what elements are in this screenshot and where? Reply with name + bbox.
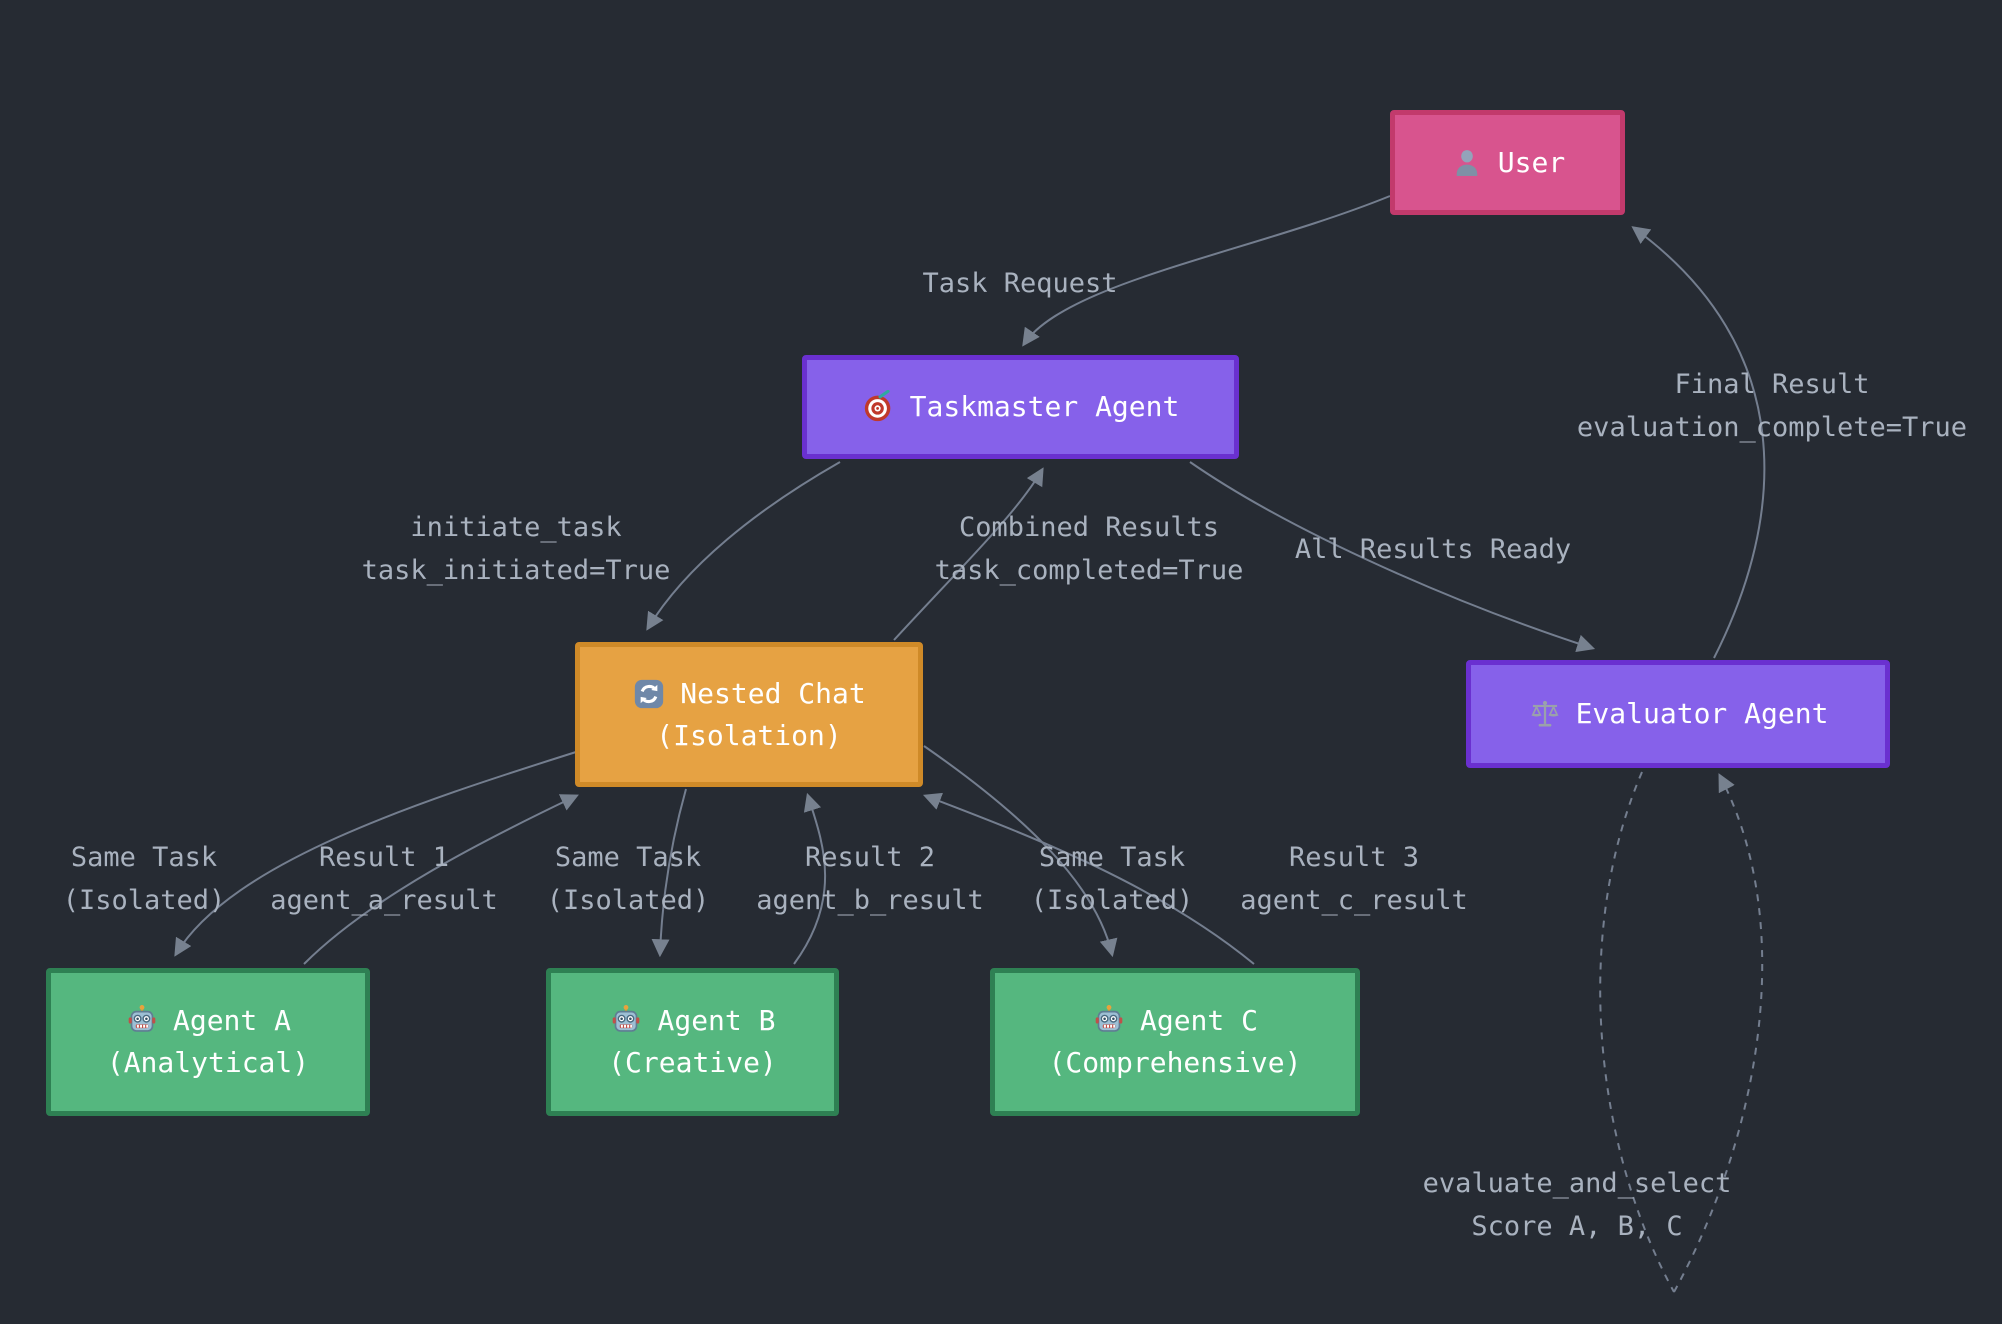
edge-label-result-3: Result 3 agent_c_result xyxy=(1240,836,1468,922)
edge-label-line: Result 1 xyxy=(318,842,450,873)
edge-label-line: initiate_task xyxy=(410,512,622,543)
edge-label-initiate-task: initiate_task task_initiated=True xyxy=(362,506,671,592)
edge-label-result-1: Result 1 agent_a_result xyxy=(270,836,498,922)
edge-label-line: Result 3 xyxy=(1288,842,1420,873)
cycle-icon xyxy=(632,677,666,711)
node-user: User xyxy=(1390,110,1625,215)
edge-label-line: task_completed=True xyxy=(934,555,1244,587)
node-title-row: Evaluator Agent xyxy=(1528,693,1829,735)
edge-evaluate-and-select xyxy=(1673,773,1764,1293)
edge-result-1 xyxy=(303,794,579,965)
node-title-row: Agent C xyxy=(1092,1000,1258,1042)
user-icon xyxy=(1450,146,1484,180)
edge-label-line: Final Result xyxy=(1674,369,1870,400)
edge-label-line: All Results Ready xyxy=(1294,534,1572,565)
edge-label-line: Score A, B, C xyxy=(1471,1211,1683,1243)
edge-label-same-task-b: Same Task (Isolated) xyxy=(547,836,710,922)
node-label: Taskmaster Agent xyxy=(909,390,1180,423)
edge-label-combined-results: Combined Results task_completed=True xyxy=(935,506,1244,592)
edge-label-same-task-c: Same Task (Isolated) xyxy=(1031,836,1194,922)
node-agent-a: Agent A (Analytical) xyxy=(46,968,370,1116)
node-title-row: Agent B xyxy=(609,1000,776,1042)
node-label: Evaluator Agent xyxy=(1575,697,1829,730)
node-agent-c: Agent C (Comprehensive) xyxy=(990,968,1360,1116)
edge-label-line: Combined Results xyxy=(958,512,1220,543)
edge-label-line: (Isolated) xyxy=(546,885,710,917)
target-icon xyxy=(862,390,896,424)
scales-icon xyxy=(1528,697,1562,731)
node-title-row: User xyxy=(1450,142,1565,184)
edge-label-same-task-a: Same Task (Isolated) xyxy=(63,836,226,922)
edge-label-line: evaluate_and_select xyxy=(1422,1168,1732,1199)
edge-result-2 xyxy=(793,792,826,965)
robot-icon xyxy=(609,1004,643,1038)
node-agent-b: Agent B (Creative) xyxy=(546,968,839,1116)
edge-label-line: Same Task xyxy=(1038,842,1186,873)
edge-final-result xyxy=(1631,226,1766,659)
edge-combined-results xyxy=(893,467,1044,641)
edge-label-task-request: Task Request xyxy=(922,262,1117,305)
edge-label-line: Same Task xyxy=(70,842,218,873)
edge-all-results-ready xyxy=(1189,461,1596,653)
edge-label-result-2: Result 2 agent_b_result xyxy=(756,836,984,922)
node-sublabel: (Comprehensive) xyxy=(1048,1046,1302,1079)
node-label: Agent C xyxy=(1139,1004,1258,1037)
edge-evaluate-and-select xyxy=(1599,771,1675,1293)
node-sublabel: (Isolation) xyxy=(656,718,842,752)
node-label: User xyxy=(1497,145,1566,179)
edge-label-line: agent_c_result xyxy=(1240,885,1468,917)
edge-same-task-c xyxy=(923,745,1118,958)
edge-label-line: task_initiated=True xyxy=(361,555,671,587)
node-label: Agent B xyxy=(657,1004,776,1037)
robot-icon xyxy=(1092,1004,1126,1038)
edge-label-line: evaluation_complete=True xyxy=(1576,412,1968,444)
node-title-row: Taskmaster Agent xyxy=(862,386,1180,428)
edge-label-all-results-ready: All Results Ready xyxy=(1295,528,1571,571)
edge-label-line: (Isolated) xyxy=(62,885,226,917)
edge-label-line: Task Request xyxy=(922,268,1118,299)
node-evaluator: Evaluator Agent xyxy=(1466,660,1890,768)
edge-same-task-a xyxy=(174,751,577,957)
edge-label-line: agent_b_result xyxy=(756,885,984,917)
robot-icon xyxy=(125,1004,159,1038)
node-sublabel: (Creative) xyxy=(608,1046,777,1079)
node-label: Agent A xyxy=(172,1004,291,1037)
edge-task-request xyxy=(1022,195,1391,347)
edge-label-line: Same Task xyxy=(554,842,702,873)
node-title-row: Agent A xyxy=(125,1000,291,1042)
node-nested-chat: Nested Chat (Isolation) xyxy=(575,642,923,787)
node-taskmaster: Taskmaster Agent xyxy=(802,355,1239,459)
edge-label-line: agent_a_result xyxy=(270,885,498,917)
edge-initiate-task xyxy=(646,461,841,631)
edge-result-3 xyxy=(922,792,1255,965)
node-sublabel: (Analytical) xyxy=(106,1046,310,1079)
node-title-row: Nested Chat xyxy=(632,673,866,715)
node-label: Nested Chat xyxy=(680,676,866,710)
edge-label-line: (Isolated) xyxy=(1030,885,1194,917)
edge-label-final-result: Final Result evaluation_complete=True xyxy=(1577,363,1967,449)
edge-same-task-b xyxy=(651,788,687,958)
edge-label-line: Result 2 xyxy=(804,842,936,873)
